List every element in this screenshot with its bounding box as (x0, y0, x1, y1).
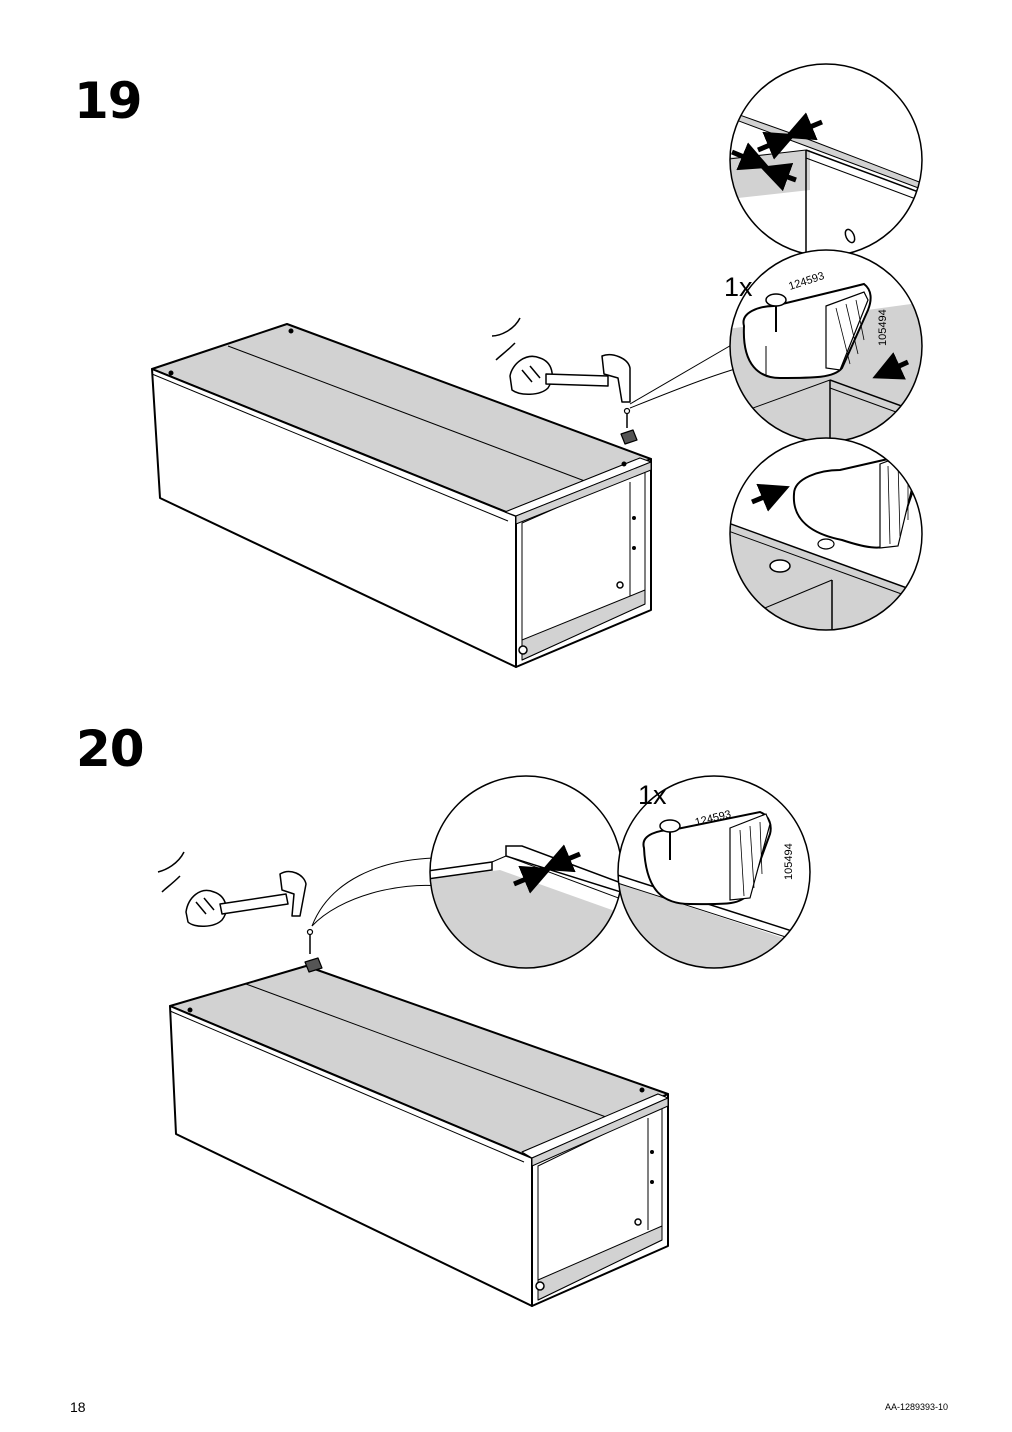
step-19-quantity: 1x (724, 272, 753, 302)
zoom-detail-clip-pressed (729, 437, 923, 631)
step-19-number: 19 (74, 72, 143, 130)
zoom-detail-clip-insert (729, 249, 923, 443)
hand-hammer-icon (157, 851, 307, 927)
page-number: 18 (70, 1399, 86, 1415)
step-20-number: 20 (76, 720, 145, 778)
cabinet-19 (151, 323, 652, 668)
step-19-part-b: 105494 (877, 309, 889, 346)
document-code: AA-1289393-10 (885, 1402, 949, 1412)
zoom-detail-edge-gap-20 (429, 775, 623, 969)
zoom-detail-edge-gap (729, 63, 923, 257)
hand-hammer-icon (491, 317, 631, 403)
cabinet-20 (169, 928, 669, 1307)
step-20-part-b: 105494 (783, 843, 795, 880)
step-20-quantity: 1x (638, 780, 667, 810)
